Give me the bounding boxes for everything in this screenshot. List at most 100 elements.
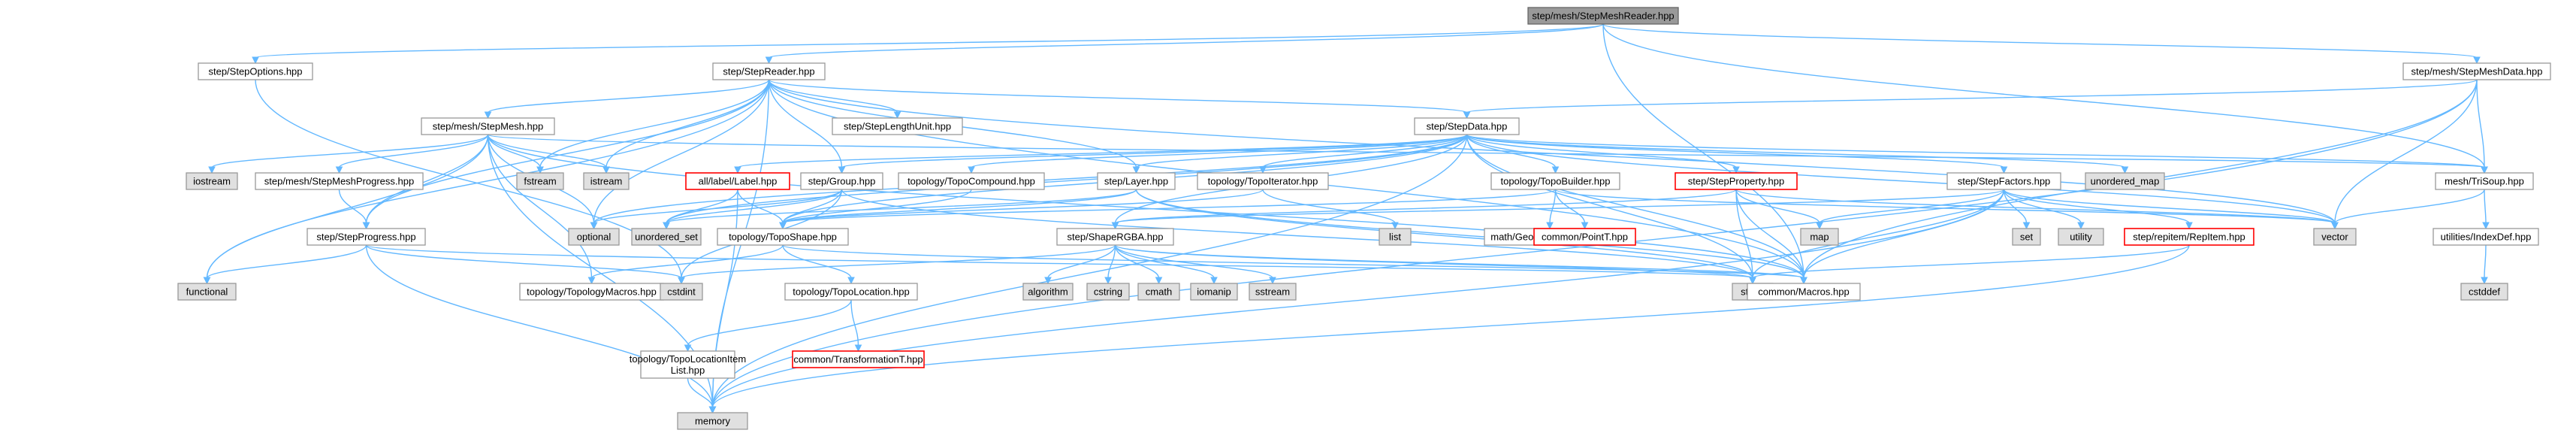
edge-stepdata-to-topocompound	[971, 134, 1468, 168]
node-label-vector: vector	[2321, 232, 2348, 243]
node-toposhape[interactable]: topology/TopoShape.hpp	[717, 228, 849, 246]
node-macros[interactable]: common/Macros.hpp	[1747, 283, 1861, 301]
edge-topocompound-to-toposhape	[782, 189, 972, 224]
node-stepmesh[interactable]: step/mesh/StepMesh.hpp	[421, 117, 555, 135]
node-stepgroup[interactable]: step/Group.hpp	[800, 172, 883, 190]
node-label-cstddef: cstddef	[2469, 286, 2500, 298]
node-box-topolocation	[784, 283, 918, 301]
node-stepprogress[interactable]: step/StepProgress.hpp	[307, 228, 426, 246]
node-memory: memory	[677, 412, 748, 430]
node-topomacros[interactable]: topology/TopologyMacros.hpp	[519, 283, 664, 301]
edge-stepmeshprogress-to-stepprogress	[338, 189, 367, 224]
node-stepfactors[interactable]: step/StepFactors.hpp	[1946, 172, 2061, 190]
edge-stepdata-to-trisoup	[1466, 134, 2485, 168]
node-transformationt: common/TransformationT.hpp	[792, 350, 925, 368]
node-label-cmath: cmath	[1146, 286, 1172, 298]
node-stepreader[interactable]: step/StepReader.hpp	[712, 62, 826, 80]
edge-topobuilder-to-vector	[1554, 189, 2336, 224]
edge-stepreader-to-stepprogress	[365, 79, 770, 224]
node-box-optional	[568, 228, 620, 246]
edge-arrowhead-stepfactors-to-shapergba	[1111, 222, 1119, 230]
node-stepoptions[interactable]: step/StepOptions.hpp	[198, 62, 313, 80]
edge-stepreader-to-stepdata	[768, 79, 1468, 114]
node-label-iostream: iostream	[193, 176, 231, 187]
node-indexdef[interactable]: utilities/IndexDef.hpp	[2433, 228, 2539, 246]
node-unordered_set: unordered_set	[631, 228, 702, 246]
node-label-cstring: cstring	[1094, 286, 1122, 298]
node-box-pointt	[1533, 228, 1636, 246]
node-label-sstream: sstream	[1255, 286, 1290, 298]
node-topocompound[interactable]: topology/TopoCompound.hpp	[898, 172, 1045, 190]
node-label-functional: functional	[186, 286, 228, 298]
node-stepproperty: step/StepProperty.hpp	[1675, 172, 1798, 190]
node-label-stepgroup: step/Group.hpp	[808, 176, 876, 187]
node-istream: istream	[583, 172, 630, 190]
node-vector: vector	[2313, 228, 2357, 246]
node-box-stepprogress	[307, 228, 426, 246]
edge-arrowhead-topolocationitemlist-to-memory	[708, 406, 717, 414]
node-steplayer[interactable]: step/Layer.hpp	[1097, 172, 1176, 190]
node-label-stepprogress: step/StepProgress.hpp	[316, 232, 415, 243]
node-topolocation[interactable]: topology/TopoLocation.hpp	[784, 283, 918, 301]
edge-arrowhead-topobuilder-to-pointt	[1581, 222, 1589, 230]
edge-stepgroup-to-unordered_set	[666, 189, 843, 224]
node-set: set	[2012, 228, 2041, 246]
node-shapergba[interactable]: step/ShapeRGBA.hpp	[1056, 228, 1174, 246]
edge-stepmeshdata-to-vector	[2334, 79, 2478, 224]
node-label-topolocationitemlist-line2: List.hpp	[671, 365, 705, 376]
edge-topolocation-to-topolocationitemlist	[687, 299, 852, 347]
edge-arrowhead-stepfactors-to-repitem	[2185, 222, 2193, 230]
edge-stepmesh-to-stepmeshprogress	[338, 134, 489, 168]
node-box-unordered_set	[631, 228, 702, 246]
node-stepmeshdata[interactable]: step/mesh/StepMeshData.hpp	[2402, 62, 2551, 80]
edge-arrowhead-topobuilder-to-toposhape	[779, 222, 787, 230]
edge-stepdata-to-string	[1466, 134, 1753, 279]
edge-topobuilder-to-toposhape	[782, 189, 1557, 224]
edge-arrowhead-stepmesh-to-fstream	[536, 166, 544, 174]
node-box-toposhape	[717, 228, 849, 246]
edge-stepprogress-to-cstdint	[365, 244, 682, 279]
edge-topoiterator-to-list	[1262, 189, 1396, 224]
edge-stepgroup-to-toposhape	[782, 189, 843, 224]
node-box-iomanip	[1190, 283, 1238, 301]
edge-arrowhead-stepdata-to-alllabel	[734, 166, 741, 174]
edge-arrowhead-stepdata-to-stepproperty	[1732, 166, 1740, 174]
edge-stepfactors-to-map	[1819, 189, 2005, 224]
edge-stepproperty-to-macros	[1735, 189, 1804, 279]
edge-arrowhead-stepmeshdata-to-stepdata	[1463, 111, 1471, 120]
edge-arrowhead-stepfactors-to-map	[1816, 222, 1823, 230]
node-box-iostream	[186, 172, 238, 190]
node-box-shapergba	[1056, 228, 1174, 246]
edge-topobuilder-to-geommacros	[1549, 189, 1557, 224]
edge-stepdata-to-steplayer	[1135, 134, 1468, 168]
node-functional: functional	[177, 283, 237, 301]
node-box-set	[2012, 228, 2041, 246]
edge-stepmesh-to-istream	[487, 134, 607, 168]
edge-stepmeshdata-to-stepdata	[1466, 79, 2478, 114]
edge-arrowhead-toposhape-to-topomacros	[587, 277, 596, 285]
edge-arrowhead-shapergba-to-cmath	[1155, 277, 1163, 285]
edge-stepmesh-to-macros	[487, 134, 1804, 279]
edge-stepmeshdata-to-trisoup	[2476, 79, 2485, 168]
edge-arrowhead-stepgroup-to-optional	[590, 222, 598, 230]
node-box-topoiterator	[1197, 172, 1329, 190]
node-label-stepmeshprogress: step/mesh/StepMeshProgress.hpp	[264, 176, 414, 187]
node-label-topocompound: topology/TopoCompound.hpp	[907, 176, 1035, 187]
edge-stepmesh-to-fstream	[487, 134, 541, 168]
node-stepdata[interactable]: step/StepData.hpp	[1414, 117, 1520, 135]
node-steplengthunit[interactable]: step/StepLengthUnit.hpp	[832, 117, 963, 135]
edge-arrowhead-root-to-stepmeshdata	[2473, 56, 2481, 65]
node-trisoup[interactable]: mesh/TriSoup.hpp	[2435, 172, 2534, 190]
edge-shapergba-to-cstring	[1107, 244, 1116, 279]
edge-arrowhead-stepmeshprogress-to-stepprogress	[362, 222, 370, 230]
node-label-memory: memory	[695, 416, 730, 427]
node-box-fstream	[516, 172, 564, 190]
edge-stepmesh-to-functional	[206, 134, 489, 279]
edge-shapergba-to-cstdint	[681, 244, 1116, 279]
node-stepmeshprogress[interactable]: step/mesh/StepMeshProgress.hpp	[255, 172, 424, 190]
edge-arrowhead-stepreader-to-steplengthunit	[893, 111, 901, 120]
node-topoiterator[interactable]: topology/TopoIterator.hpp	[1197, 172, 1329, 190]
node-box-functional	[177, 283, 237, 301]
node-topobuilder[interactable]: topology/TopoBuilder.hpp	[1490, 172, 1620, 190]
